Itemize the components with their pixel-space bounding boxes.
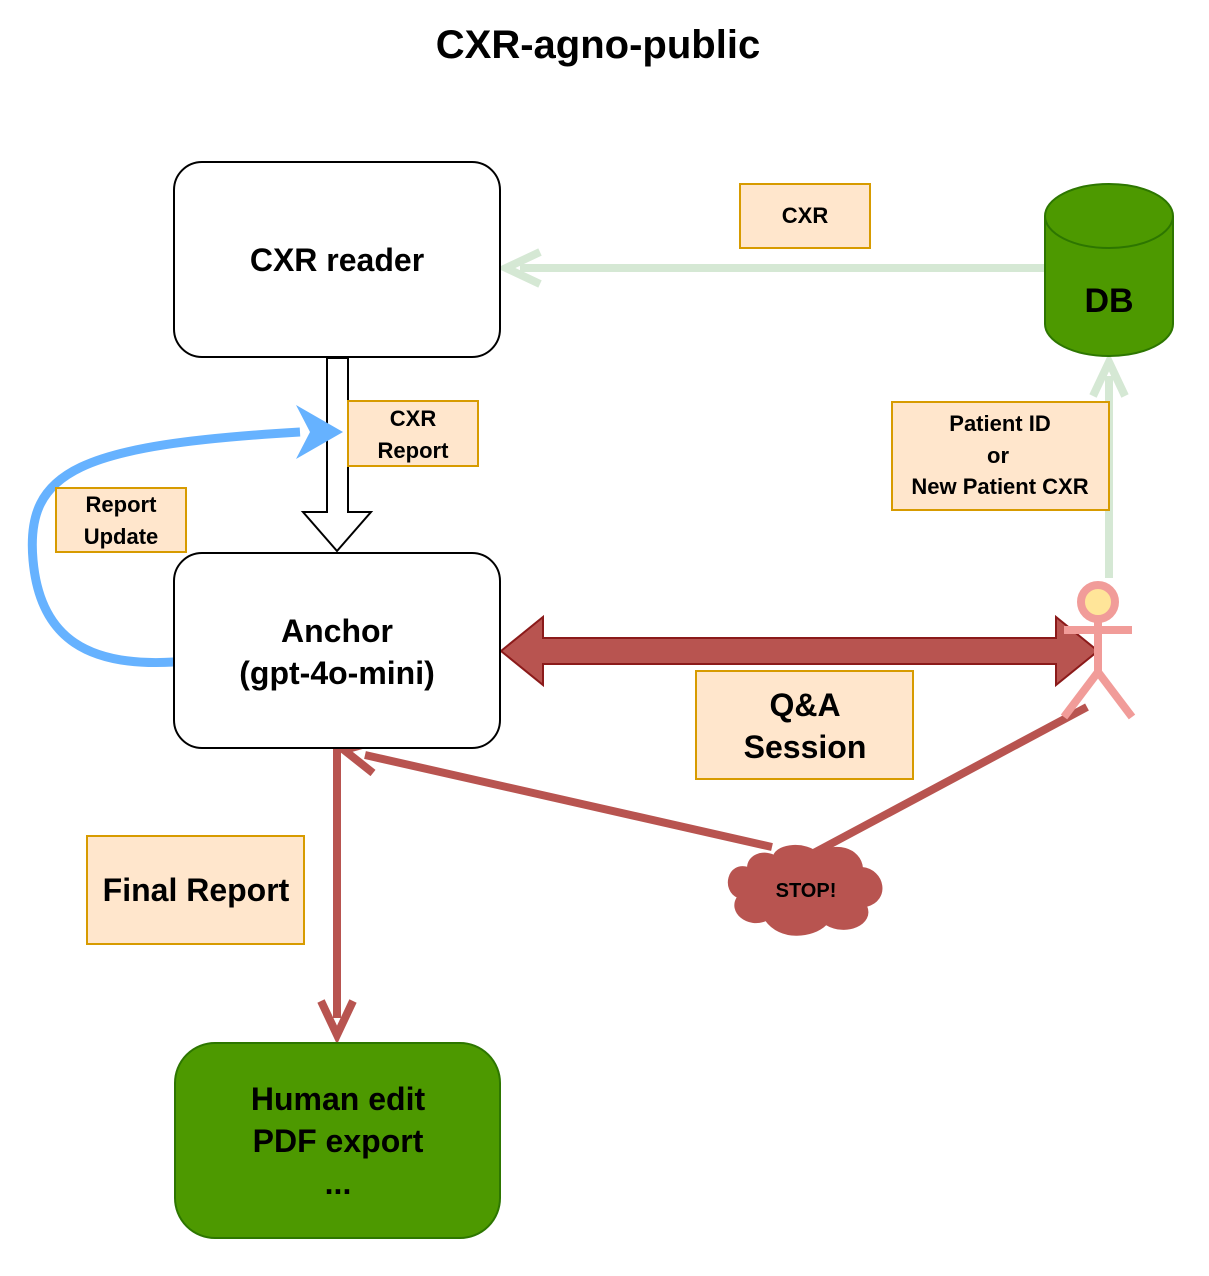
svg-text:Q&A: Q&A [769, 687, 840, 723]
svg-text:or: or [987, 443, 1009, 468]
diagram-title: CXR-agno-public [436, 23, 760, 67]
anchor-label-line2: (gpt-4o-mini) [239, 655, 435, 691]
svg-text:Final Report: Final Report [103, 872, 290, 908]
output-label-line2: PDF export [253, 1123, 424, 1159]
output-label-line1: Human edit [251, 1081, 426, 1117]
patient-input-edge-label: Patient ID or New Patient CXR [891, 401, 1110, 511]
svg-text:Update: Update [84, 524, 159, 549]
anchor-node[interactable]: Anchor (gpt-4o-mini) [173, 552, 501, 749]
reader-to-anchor-block-arrow [300, 357, 374, 553]
stop-label: STOP! [776, 880, 837, 902]
report-update-loop-arrow [27, 405, 343, 668]
db-label: DB [1084, 282, 1133, 320]
report-update-edge-label: Report Update [55, 487, 187, 553]
stop-cloud[interactable]: STOP! [728, 845, 883, 936]
output-label-line3: ... [325, 1165, 352, 1201]
final-report-edge-label: Final Report [86, 835, 305, 945]
svg-text:Report: Report [86, 492, 158, 517]
svg-text:Patient ID: Patient ID [949, 411, 1050, 436]
final-report-arrow [317, 749, 357, 1045]
svg-text:CXR: CXR [390, 406, 437, 431]
svg-text:Session: Session [744, 729, 867, 765]
db-to-reader-arrow [496, 248, 1045, 288]
user-actor-icon[interactable] [1060, 581, 1136, 720]
svg-text:New Patient CXR: New Patient CXR [911, 474, 1088, 499]
cxr-reader-label: CXR reader [250, 242, 424, 278]
svg-text:Report: Report [378, 438, 450, 463]
svg-text:CXR: CXR [782, 203, 829, 228]
qa-session-edge-label: Q&A Session [695, 670, 914, 780]
anchor-label-line1: Anchor [281, 613, 393, 649]
cxr-edge-label: CXR [739, 183, 871, 249]
db-node[interactable]: DB [1044, 183, 1174, 357]
cxr-report-edge-label: CXR Report [347, 400, 479, 467]
cxr-reader-node[interactable]: CXR reader [173, 161, 501, 358]
output-node[interactable]: Human edit PDF export ... [174, 1042, 501, 1239]
